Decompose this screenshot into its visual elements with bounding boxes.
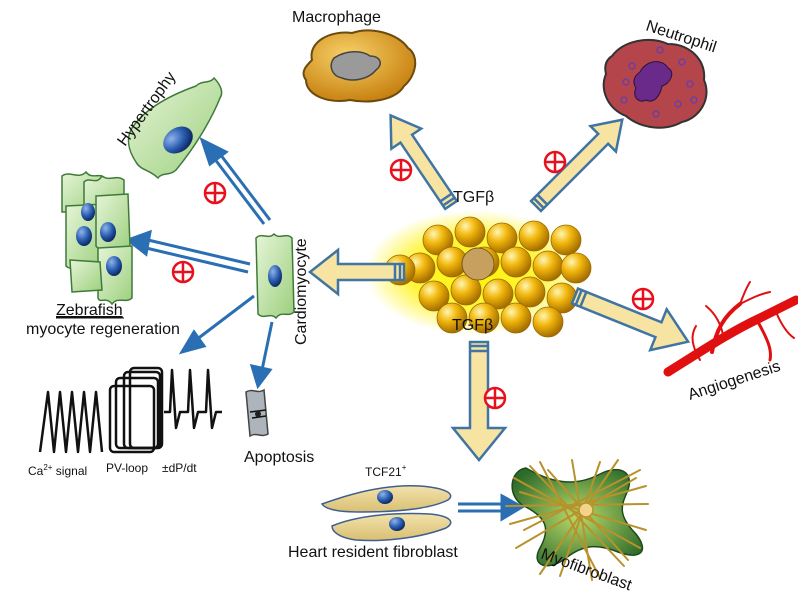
dpdt-trace bbox=[164, 368, 222, 430]
tgf-bead bbox=[500, 302, 532, 334]
tgf-bead bbox=[532, 306, 564, 338]
tgf-bead bbox=[560, 252, 592, 284]
tgf-beta-beads bbox=[384, 216, 592, 338]
hypertrophy-cell bbox=[127, 76, 223, 180]
angiogenesis-label: Angiogenesis bbox=[686, 358, 783, 404]
ca-signal-label: Ca2+ signal bbox=[28, 463, 87, 478]
tgf-bead bbox=[468, 302, 500, 334]
tgf-beta-label-bottom: TGFβ bbox=[452, 317, 493, 334]
ca-signal-trace bbox=[38, 390, 104, 454]
cardiomyocyte-label: Cardiomyocyte bbox=[293, 238, 310, 345]
tgf-bead bbox=[418, 280, 450, 312]
cardiomyocyte-cell bbox=[255, 232, 295, 320]
tgf-beta-label-top: TGFβ bbox=[453, 189, 494, 206]
tgf-bead-center bbox=[461, 247, 495, 281]
macrophage-cell bbox=[302, 29, 417, 103]
arrow-cardiomyocyte-to-hypertrophy bbox=[199, 137, 272, 225]
ca-superscript: 2+ bbox=[43, 463, 52, 472]
arrow-to-fibroblast bbox=[450, 340, 508, 462]
arrow-cardiomyocyte-to-traces bbox=[178, 294, 255, 355]
tgf-bead bbox=[518, 220, 550, 252]
pv-loop-label: PV-loop bbox=[106, 461, 148, 475]
fibroblast-label: Heart resident fibroblast bbox=[288, 544, 458, 561]
macrophage-label: Macrophage bbox=[292, 9, 381, 26]
signal-text: signal bbox=[52, 464, 87, 478]
tgf-arrows bbox=[307, 113, 691, 462]
apoptosis-label: Apoptosis bbox=[244, 449, 314, 466]
myofibroblast-cell bbox=[505, 459, 649, 581]
tgf-bead bbox=[500, 246, 532, 278]
plus-symbol-zebrafish bbox=[171, 260, 195, 284]
plus-symbol-fibroblast bbox=[483, 386, 507, 410]
dpdt-label: ±dP/dt bbox=[162, 461, 197, 475]
plus-symbol-macrophage bbox=[389, 158, 413, 182]
tcf21-superscript: + bbox=[402, 463, 407, 472]
tgf-beta-cluster bbox=[365, 210, 592, 338]
tgf-bead bbox=[514, 276, 546, 308]
zebrafish-label: Zebrafish bbox=[56, 302, 123, 319]
arrow-fibroblast-to-myofibroblast bbox=[458, 493, 526, 522]
arrow-cardiomyocyte-to-apoptosis bbox=[249, 321, 274, 390]
tcf21-text: TCF21 bbox=[365, 465, 402, 479]
tgf-bead bbox=[482, 278, 514, 310]
neutrophil-cell bbox=[602, 39, 708, 129]
arrow-to-macrophage bbox=[389, 113, 459, 211]
arrow-to-angiogenesis bbox=[570, 286, 691, 352]
tgf-bead bbox=[486, 222, 518, 254]
zebrafish-myocytes bbox=[61, 170, 133, 306]
tgf-bead bbox=[422, 224, 454, 256]
tgf-bead bbox=[454, 216, 486, 248]
fibroblast-cells bbox=[320, 484, 452, 542]
apoptosis-cell bbox=[245, 388, 269, 438]
plus-symbol-angiogenesis bbox=[631, 287, 655, 311]
arrow-to-cardiomyocyte bbox=[307, 247, 406, 297]
myocyte-regeneration-label: myocyte regeneration bbox=[26, 321, 180, 338]
pv-loop-trace bbox=[108, 366, 164, 454]
ca-text: Ca bbox=[28, 464, 44, 478]
arrow-cardiomyocyte-to-zebrafish bbox=[124, 229, 251, 274]
tgf-bead bbox=[550, 224, 582, 256]
tcf21-label: TCF21+ bbox=[365, 463, 407, 479]
plus-symbol-neutrophil bbox=[543, 150, 567, 174]
angiogenesis-vessel bbox=[663, 281, 798, 377]
plus-symbol-hypertrophy bbox=[203, 181, 227, 205]
tgf-bead bbox=[436, 302, 468, 334]
arrow-to-neutrophil bbox=[529, 118, 624, 213]
tgf-bead bbox=[532, 250, 564, 282]
